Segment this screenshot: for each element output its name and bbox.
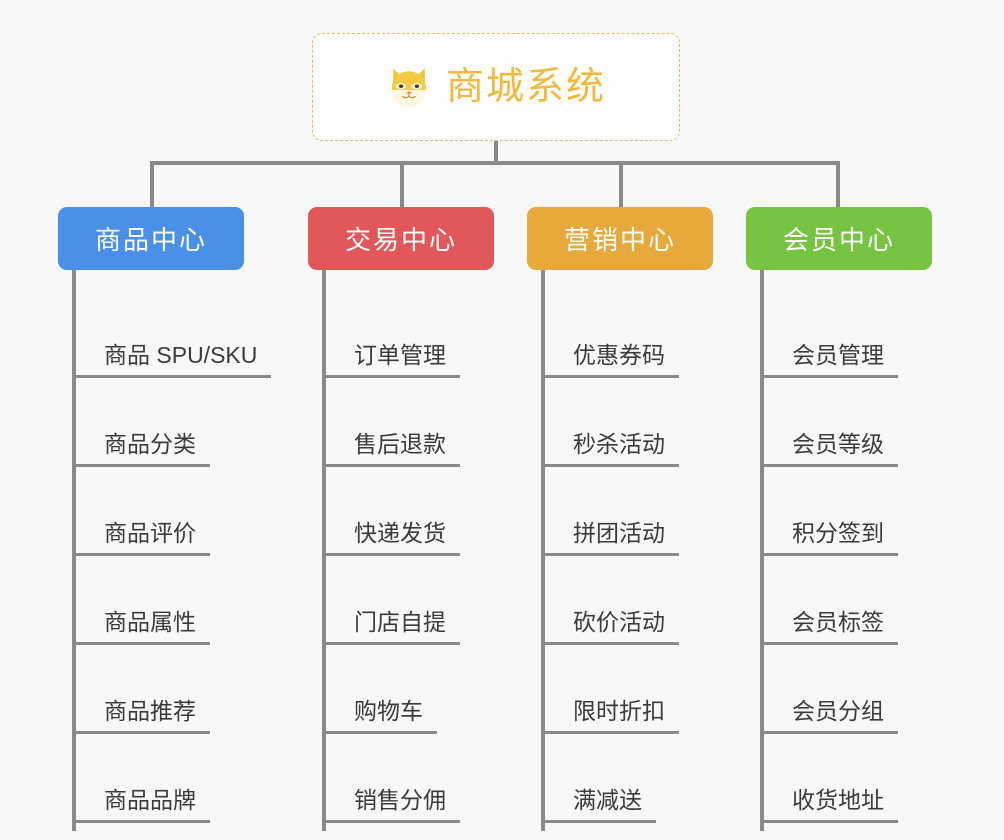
branch-header-2[interactable]: 交易中心 [308, 207, 494, 270]
leaf-item[interactable]: 收货地址 [746, 734, 932, 823]
leaf-item-label: 优惠券码 [543, 342, 679, 378]
leaf-item[interactable]: 商品品牌 [58, 734, 244, 823]
connector-horizontal-bus [150, 161, 836, 165]
leaf-item-label: 售后退款 [324, 431, 460, 467]
leaf-item[interactable]: 拼团活动 [527, 467, 713, 556]
leaf-item[interactable]: 会员管理 [746, 289, 932, 378]
leaf-item-label: 会员等级 [762, 431, 898, 467]
leaf-item-label: 商品推荐 [74, 698, 210, 734]
connector-drop-1 [150, 161, 154, 208]
leaf-list-4: 会员管理会员等级积分签到会员标签会员分组收货地址 [746, 289, 932, 823]
leaf-item-label: 满减送 [543, 787, 656, 823]
leaf-item[interactable]: 商品评价 [58, 467, 244, 556]
leaf-item[interactable]: 快递发货 [308, 467, 494, 556]
leaf-item[interactable]: 优惠券码 [527, 289, 713, 378]
branch-trunk-4 [760, 270, 764, 831]
branch-column-3: 营销中心优惠券码秒杀活动拼团活动砍价活动限时折扣满减送 [527, 207, 713, 831]
leaf-item-label: 销售分佣 [324, 787, 460, 823]
leaf-item[interactable]: 满减送 [527, 734, 713, 823]
branch-header-1[interactable]: 商品中心 [58, 207, 244, 270]
leaf-item-label: 限时折扣 [543, 698, 679, 734]
leaf-item[interactable]: 订单管理 [308, 289, 494, 378]
leaf-list-1: 商品 SPU/SKU 商品分类商品评价商品属性商品推荐商品品牌 [58, 289, 272, 823]
branch-column-2: 交易中心订单管理售后退款快递发货门店自提购物车销售分佣 [308, 207, 494, 831]
branch-header-3[interactable]: 营销中心 [527, 207, 713, 270]
leaf-item-label: 会员分组 [762, 698, 898, 734]
leaf-item[interactable]: 商品分类 [58, 378, 244, 467]
connector-drop-3 [619, 161, 623, 208]
leaf-list-3: 优惠券码秒杀活动拼团活动砍价活动限时折扣满减送 [527, 289, 713, 823]
leaf-item[interactable]: 秒杀活动 [527, 378, 713, 467]
leaf-item[interactable]: 会员标签 [746, 556, 932, 645]
leaf-item[interactable]: 会员等级 [746, 378, 932, 467]
leaf-list-2: 订单管理售后退款快递发货门店自提购物车销售分佣 [308, 289, 494, 823]
leaf-item[interactable]: 积分签到 [746, 467, 932, 556]
branch-column-1: 商品中心商品 SPU/SKU 商品分类商品评价商品属性商品推荐商品品牌 [58, 207, 272, 831]
leaf-item-label: 快递发货 [324, 520, 460, 556]
leaf-item-label: 门店自提 [324, 609, 460, 645]
branch-header-4[interactable]: 会员中心 [746, 207, 932, 270]
leaf-item-label: 商品评价 [74, 520, 210, 556]
leaf-item[interactable]: 售后退款 [308, 378, 494, 467]
leaf-item[interactable]: 销售分佣 [308, 734, 494, 823]
root-node[interactable]: 商城系统 [312, 33, 680, 141]
shiba-dog-face-icon [391, 68, 427, 108]
root-title: 商城系统 [445, 66, 606, 108]
connector-drop-4 [836, 161, 840, 208]
leaf-item-label: 收货地址 [762, 787, 898, 823]
connector-drop-2 [400, 161, 404, 208]
leaf-item-label: 商品属性 [74, 609, 210, 645]
branch-column-4: 会员中心会员管理会员等级积分签到会员标签会员分组收货地址 [746, 207, 932, 831]
branch-trunk-1 [72, 270, 76, 831]
leaf-item-label: 砍价活动 [543, 609, 679, 645]
connector-root-stem [494, 141, 498, 163]
leaf-item-label: 拼团活动 [543, 520, 679, 556]
leaf-item[interactable]: 限时折扣 [527, 645, 713, 734]
leaf-item-label: 订单管理 [324, 342, 460, 378]
leaf-item-label: 商品分类 [74, 431, 210, 467]
branch-trunk-3 [541, 270, 545, 831]
leaf-item[interactable]: 购物车 [308, 645, 494, 734]
leaf-item-label: 商品 SPU/SKU [74, 342, 272, 378]
leaf-item[interactable]: 商品 SPU/SKU [58, 289, 272, 378]
leaf-item-label: 会员管理 [762, 342, 898, 378]
leaf-item[interactable]: 砍价活动 [527, 556, 713, 645]
branch-trunk-2 [322, 270, 326, 831]
leaf-item[interactable]: 会员分组 [746, 645, 932, 734]
leaf-item-label: 购物车 [324, 698, 437, 734]
leaf-item[interactable]: 商品推荐 [58, 645, 244, 734]
leaf-item-label: 积分签到 [762, 520, 898, 556]
leaf-item[interactable]: 门店自提 [308, 556, 494, 645]
leaf-item-label: 秒杀活动 [543, 431, 679, 467]
leaf-item-label: 商品品牌 [74, 787, 210, 823]
leaf-item[interactable]: 商品属性 [58, 556, 244, 645]
leaf-item-label: 会员标签 [762, 609, 898, 645]
